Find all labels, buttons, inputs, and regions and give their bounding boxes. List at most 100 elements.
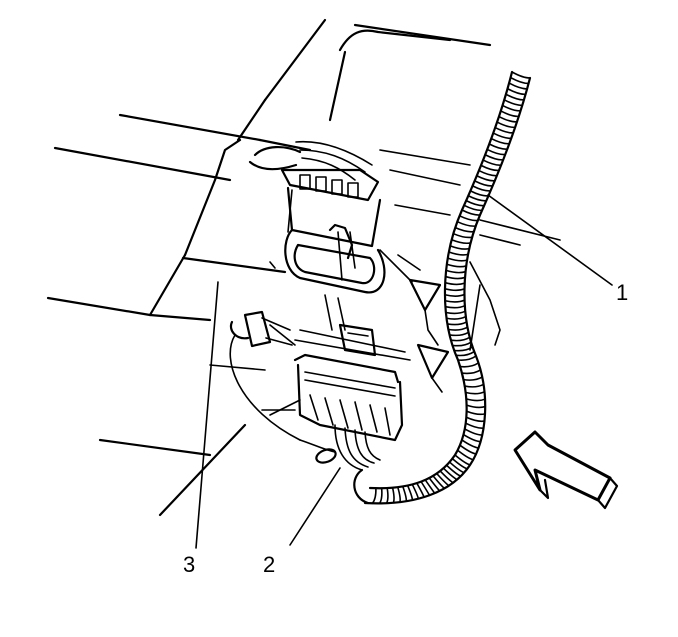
conduit-rib <box>406 484 414 501</box>
upper-connector <box>248 140 386 294</box>
conduit-rib <box>447 257 468 262</box>
conduit-rib <box>506 87 527 96</box>
direction-arrow <box>513 430 619 510</box>
conduit-rib <box>469 190 490 197</box>
conduit-rib <box>458 215 479 222</box>
conduit-rib <box>445 464 462 478</box>
conduit-rib <box>482 159 502 166</box>
wire-bundle <box>315 424 381 471</box>
conduit-rib <box>385 487 389 505</box>
conduit-rib <box>424 479 436 494</box>
conduit-rib <box>464 422 485 429</box>
conduit-rib <box>448 461 465 474</box>
conduit-rib <box>451 457 468 470</box>
conduit-rib <box>445 315 467 320</box>
conduit-rib <box>465 404 486 409</box>
conduit-rib <box>490 137 511 145</box>
conduit-rib <box>467 194 488 202</box>
conduit-rib <box>454 454 471 466</box>
conduit-rib <box>450 238 472 245</box>
conduit-rib <box>401 485 408 503</box>
conduit-rib <box>391 486 395 504</box>
conduit-rib <box>453 346 474 352</box>
conduit-rib <box>456 449 474 461</box>
conduit-rib <box>378 487 383 505</box>
conduit-rib <box>480 164 500 172</box>
conduit-rib <box>511 71 531 79</box>
conduit-rib <box>461 209 481 216</box>
conduit-rib <box>420 480 431 497</box>
conduit-rib <box>444 293 466 297</box>
conduit-rib <box>473 180 494 187</box>
conduit-rib <box>494 126 514 134</box>
conduit-rib <box>411 483 420 500</box>
conduit-rib <box>416 482 425 498</box>
conduit-rib <box>465 410 486 416</box>
conduit-rib <box>442 467 458 481</box>
callout-2: 2 <box>263 552 275 577</box>
conduit-rib <box>444 275 466 280</box>
conduit-rib <box>447 326 469 331</box>
conduit-rib <box>459 444 477 455</box>
conduit-rib <box>475 174 496 182</box>
conduit-rib <box>498 115 518 123</box>
conduit-rib <box>428 477 441 492</box>
conduit-rib <box>509 76 530 85</box>
conduit-rib <box>505 93 525 101</box>
lower-connector <box>293 294 411 442</box>
conduit-rib <box>435 472 450 487</box>
conduit-rib <box>448 331 470 337</box>
conduit-rib <box>452 232 473 239</box>
conduit-ribs <box>371 71 531 505</box>
conduit-rib <box>450 336 471 342</box>
conduit-rib <box>396 486 401 503</box>
conduit-rib <box>462 433 482 443</box>
conduit-rib <box>496 121 516 129</box>
conduit-rib <box>444 281 466 286</box>
leader-3 <box>195 281 219 549</box>
conduit-rib <box>457 355 477 361</box>
conduit-rib <box>499 110 520 118</box>
mounting-clips <box>379 249 450 393</box>
conduit-rib <box>432 475 446 490</box>
conduit-rib <box>465 199 485 207</box>
corrugated-conduit <box>353 70 532 505</box>
conduit-rib <box>459 362 480 368</box>
conduit-rib <box>492 132 513 140</box>
conduit-rib <box>445 269 467 274</box>
conduit-rib <box>464 390 486 395</box>
conduit-rib <box>462 376 483 381</box>
leader-lines <box>195 194 613 549</box>
conduit-rib <box>503 99 524 107</box>
conduit-rib <box>463 428 483 436</box>
conduit-rib <box>478 169 498 177</box>
conduit-rib <box>463 383 485 388</box>
conduit-rib <box>448 251 469 256</box>
conduit-rib <box>445 310 467 315</box>
conduit-rib <box>371 487 377 505</box>
conduit-rib <box>449 245 471 250</box>
conduit-rib <box>471 185 492 192</box>
pigtail-connector <box>229 310 336 453</box>
conduit-rib <box>451 341 472 347</box>
conduit-rib <box>486 148 507 156</box>
conduit-rib <box>444 287 466 292</box>
conduit-rib <box>444 304 466 309</box>
conduit-rib <box>465 416 486 423</box>
conduit-rib <box>461 369 482 375</box>
conduit-rib <box>455 350 476 357</box>
conduit-rib <box>446 263 468 268</box>
conduit-rib <box>454 226 475 233</box>
conduit-rib <box>461 439 480 449</box>
conduit-rib <box>484 153 504 161</box>
callout-3: 3 <box>183 552 195 577</box>
callout-1: 1 <box>616 280 628 305</box>
conduit-rib <box>446 321 468 326</box>
conduit-rib <box>488 143 509 150</box>
conduit-rib <box>444 299 466 303</box>
leader-1 <box>487 194 613 286</box>
body-panel-lines <box>46 18 561 517</box>
conduit-rib <box>508 82 528 90</box>
conduit-rib <box>465 398 486 402</box>
